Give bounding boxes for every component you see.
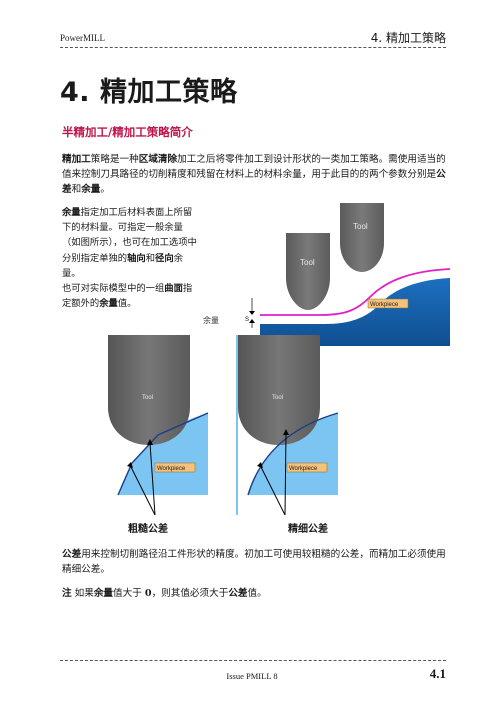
pointer-left-head-2: [147, 439, 153, 445]
tool-label-right: Tool: [353, 222, 368, 231]
intro-paragraph: 精加工策略是一种区域清除加工之后将零件加工到设计形状的一类加工策略。需使用适当的…: [62, 152, 446, 197]
pointer-right-head-2: [283, 429, 289, 435]
note-paragraph: 注 如果余量值大于 0，则其值必须大于公差值。: [62, 586, 446, 601]
tolerance-paragraph: 公差用来控制切削路径沿工件形状的精度。初加工可使用较粗糙的公差，而精加工必须使用…: [62, 547, 446, 577]
intro-text-3: 和: [71, 184, 82, 195]
workpiece-label-box: [367, 298, 409, 309]
footer-issue: Issue PMILL 8: [226, 671, 278, 681]
workpiece-label-left: Workpiece: [157, 466, 186, 472]
note-zero: 0: [144, 588, 152, 599]
page-number: 4.1: [429, 666, 446, 681]
tolerance-figure: Tool Tool Workpiece Workpiece: [108, 335, 339, 516]
tool-right-shape: [340, 203, 384, 272]
workpiece-label-top: Workpiece: [370, 302, 399, 308]
workpiece-label-box-right: [286, 462, 328, 473]
tool-right-lower: [238, 335, 320, 445]
pointer-right-2: [284, 432, 287, 516]
intro-text-2: 加工之后将零件加工到设计形状的一类加工策略。需使用适当的值来控制刀具路径的切削精…: [62, 154, 446, 180]
arrowhead-bottom: [249, 319, 255, 323]
note-term-tolerance: 公差: [228, 588, 248, 599]
note-term-thickness: 余量: [93, 588, 114, 599]
tool-label-lower-left: Tool: [142, 395, 153, 401]
thickness-figure: Tool Tool Workpiece S 余量: [203, 203, 450, 346]
pointer-right-head-1: [257, 462, 263, 468]
pointer-left-2: [149, 442, 156, 516]
note-text-4: 值。: [247, 588, 267, 599]
tol-term: 公差: [62, 549, 82, 560]
workpiece-left: [118, 413, 208, 495]
tool-left-shape: [286, 233, 330, 310]
rough-tolerance-label: 粗糙公差: [128, 524, 168, 535]
toolpath-line: [260, 268, 450, 316]
coarse-path: [117, 412, 209, 496]
workpiece-shape: [260, 278, 450, 346]
side-text-2: 和: [145, 252, 156, 264]
arrowhead-top: [249, 311, 255, 315]
header-product: PowerMILL: [60, 33, 105, 43]
side-term-radial: 径向: [155, 252, 174, 264]
side-term-thickness: 余量: [62, 207, 81, 218]
header-chapter: 4. 精加工策略: [370, 31, 446, 45]
workpiece-label-right: Workpiece: [289, 466, 318, 472]
side-term-surface: 曲面: [164, 283, 183, 295]
workpiece-label-box-left: [154, 462, 196, 473]
note-text-2: 值大于: [113, 588, 145, 599]
tool-label-lower-right: Tool: [272, 395, 283, 401]
pointer-left-1: [129, 464, 156, 516]
tol-text: 用来控制切削路径沿工件形状的精度。初加工可使用较粗糙的公差，而精加工必须使用精细…: [62, 549, 446, 575]
note-text-3: ，则其值必须大于: [151, 588, 229, 599]
pointer-right-1: [259, 464, 286, 516]
page-title: 4. 精加工策略: [60, 77, 238, 108]
note-text-1: 如果: [71, 588, 94, 599]
note-marker: 注: [62, 588, 72, 599]
side-text-4: 也可对实际模型中的一组: [62, 283, 165, 295]
side-text-1: 指定加工后材料表面上所留下的材料量。可指定一般余量（如图所示），也可在加工选项中…: [62, 207, 197, 264]
side-term-axial: 轴向: [127, 252, 146, 264]
side-term-thickness-2: 余量: [99, 298, 118, 310]
intro-term-thickness: 余量: [81, 184, 101, 195]
side-text-6: 值。: [117, 298, 137, 310]
fine-path: [247, 412, 339, 496]
footer-rule: [60, 660, 446, 661]
workpiece-right: [248, 413, 338, 495]
header-rule: [60, 47, 446, 48]
intro-term-finishing: 精加工: [62, 154, 91, 165]
intro-text-4: 。: [100, 184, 110, 195]
thickness-description: 余量指定加工后材料表面上所留下的材料量。可指定一般余量（如图所示），也可在加工选…: [62, 205, 200, 311]
side-text-3: 余量。: [62, 252, 183, 279]
allowance-label: 余量: [203, 315, 219, 325]
pointer-left-head-1: [127, 462, 133, 468]
fine-tolerance-label: 精细公差: [288, 524, 328, 535]
side-text-5: 指定额外的: [62, 283, 193, 310]
intro-term-tolerance: 公差: [62, 169, 446, 195]
intro-text-1: 策略是一种: [90, 154, 139, 165]
intro-term-area-clear: 区域清除: [138, 154, 178, 165]
tool-left-lower: [108, 335, 190, 445]
allowance-symbol: S: [245, 317, 249, 323]
tool-label-left: Tool: [300, 258, 315, 267]
section-heading: 半精加工/精加工策略简介: [62, 125, 193, 139]
